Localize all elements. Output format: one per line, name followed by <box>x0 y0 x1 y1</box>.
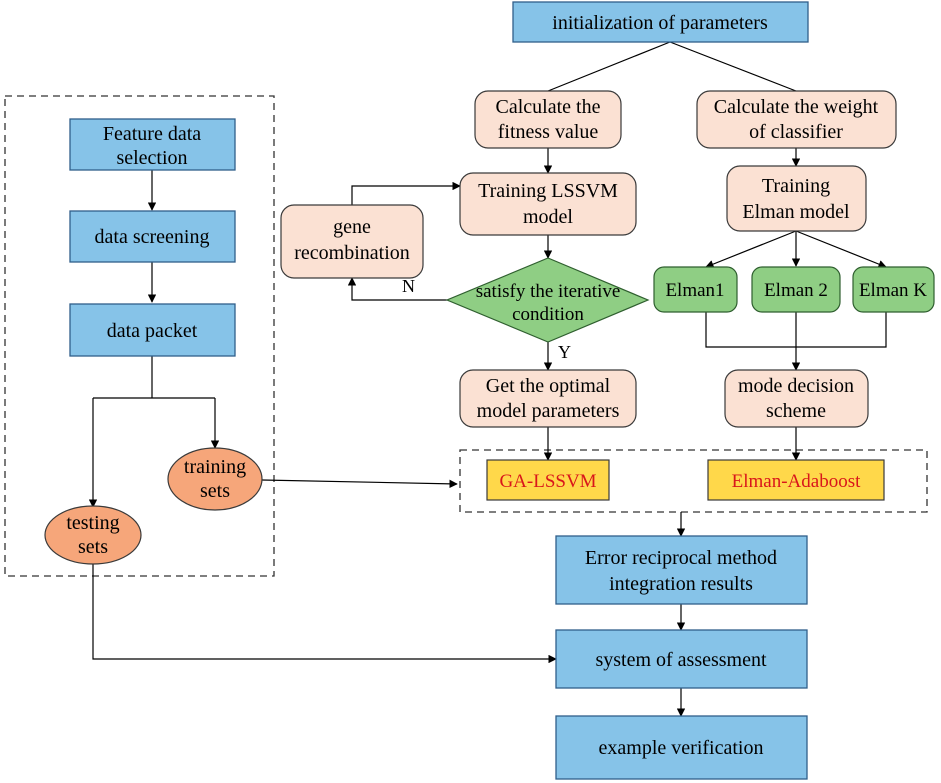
svg-text:sets: sets <box>78 536 108 558</box>
svg-text:gene: gene <box>333 216 371 238</box>
initialization-node: initialization of parameters <box>512 1 809 43</box>
svg-text:Calculate the: Calculate the <box>496 96 601 118</box>
example-label: example verification <box>599 737 764 759</box>
fitness-line-2: fitness value <box>498 121 599 143</box>
testing-sets-node: testing sets <box>44 505 142 565</box>
svg-text:satisfy the iterative: satisfy the iterative <box>476 281 621 302</box>
testing-sets-line-1: testing <box>66 512 119 534</box>
yes-label: Y <box>558 342 571 362</box>
initialization-label: initialization of parameters <box>552 12 768 34</box>
training-sets-line-1: training <box>184 456 246 478</box>
training-lssvm-line-1: Training LSSVM <box>478 180 618 202</box>
gene-line-1: gene <box>333 216 371 238</box>
ga-lssvm-node: GA-LSSVM <box>486 459 610 501</box>
no-label: N <box>402 276 415 296</box>
data-processing-group <box>4 95 275 577</box>
weight-node: Calculate the weight of classifier <box>696 90 897 149</box>
svg-text:testing: testing <box>66 512 119 534</box>
example-verification-node: example verification <box>555 715 808 780</box>
fitness-line-1: Calculate the <box>496 96 601 118</box>
svg-text:recombination: recombination <box>294 242 410 264</box>
elman-2-node: Elman 2 <box>751 266 841 313</box>
models-group <box>459 449 928 513</box>
svg-text:mode decision: mode decision <box>738 375 854 397</box>
svg-text:fitness value: fitness value <box>498 121 599 143</box>
satisfy-line-2: condition <box>512 304 584 325</box>
elman-k-label: Elman K <box>859 280 927 301</box>
optimal-line-2: model parameters <box>477 400 620 422</box>
assessment-node: system of assessment <box>555 629 808 689</box>
error-reciprocal-node: Error reciprocal method integration resu… <box>555 535 808 605</box>
svg-text:sets: sets <box>200 480 230 502</box>
weight-line-2: of classifier <box>749 121 843 143</box>
mode-line-2: scheme <box>766 400 826 422</box>
elman-adaboost-node: Elman-Adaboost <box>707 459 885 501</box>
weight-line-1: Calculate the weight <box>714 96 879 118</box>
data-packet-node: data packet <box>69 303 236 357</box>
elman-2-label: Elman 2 <box>764 280 828 301</box>
connectors <box>88 41 887 717</box>
svg-text:Training LSSVM: Training LSSVM <box>478 180 618 202</box>
svg-text:scheme: scheme <box>766 400 826 422</box>
svg-text:Error reciprocal method: Error reciprocal method <box>585 547 777 569</box>
satisfy-line-1: satisfy the iterative <box>476 281 621 302</box>
svg-text:of classifier: of classifier <box>749 121 843 143</box>
svg-text:Get the optimal: Get the optimal <box>486 375 611 397</box>
error-line-2: integration results <box>609 573 753 595</box>
svg-text:Elman model: Elman model <box>742 201 850 223</box>
svg-text:condition: condition <box>512 304 584 325</box>
training-elman-line-2: Elman model <box>742 201 850 223</box>
feature-selection-node: Feature data selection <box>69 118 236 171</box>
error-line-1: Error reciprocal method <box>585 547 777 569</box>
ga-lssvm-label: GA-LSSVM <box>499 471 596 492</box>
data-packet-label: data packet <box>107 320 198 342</box>
feature-line-1: Feature data <box>103 123 201 145</box>
training-elman-node: Training Elman model <box>726 165 867 232</box>
training-lssvm-node: Training LSSVM model <box>459 172 637 236</box>
data-screening-label: data screening <box>95 226 210 248</box>
data-screening-node: data screening <box>69 210 236 263</box>
elman-k-node: Elman K <box>852 266 935 313</box>
training-sets-node: training sets <box>167 447 263 511</box>
svg-text:integration results: integration results <box>609 573 753 595</box>
optimal-parameters-node: Get the optimal model parameters <box>459 369 637 428</box>
svg-text:Training: Training <box>762 175 830 197</box>
training-lssvm-line-2: model <box>523 206 573 228</box>
elman-1-label: Elman1 <box>665 280 724 301</box>
svg-text:Calculate the weight: Calculate the weight <box>714 96 879 118</box>
svg-text:training: training <box>184 456 246 478</box>
fitness-node: Calculate the fitness value <box>474 90 622 149</box>
iterative-condition-decision: satisfy the iterative condition <box>445 257 650 343</box>
svg-text:Feature data: Feature data <box>103 123 201 145</box>
training-elman-line-1: Training <box>762 175 830 197</box>
optimal-line-1: Get the optimal <box>486 375 611 397</box>
svg-text:model: model <box>523 206 573 228</box>
svg-text:model parameters: model parameters <box>477 400 620 422</box>
assessment-label: system of assessment <box>595 649 767 671</box>
training-sets-line-2: sets <box>200 480 230 502</box>
elman-adaboost-label: Elman-Adaboost <box>732 471 861 492</box>
elman-1-node: Elman1 <box>653 266 738 313</box>
gene-recombination-node: gene recombination <box>280 204 424 279</box>
mode-decision-node: mode decision scheme <box>724 369 869 428</box>
gene-line-2: recombination <box>294 242 410 264</box>
feature-line-2: selection <box>116 147 187 169</box>
svg-text:selection: selection <box>116 147 187 169</box>
mode-line-1: mode decision <box>738 375 854 397</box>
testing-sets-line-2: sets <box>78 536 108 558</box>
